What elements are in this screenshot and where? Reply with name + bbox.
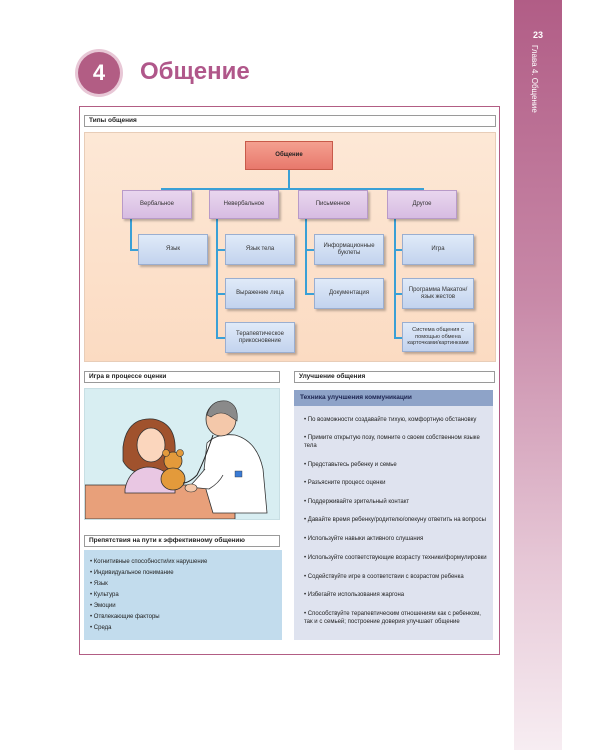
node-therapeutic-touch: Терапевтическое прикосновение	[225, 322, 295, 353]
node-nonverbal: Невербальное	[209, 190, 279, 219]
node-picture-exchange: Система общения с помощью обмена карточк…	[402, 322, 474, 352]
communication-types-diagram: Общение Вербальное Невербальное Письменн…	[84, 132, 496, 362]
connector	[288, 170, 290, 188]
node-play: Игра	[402, 234, 474, 265]
chapter-sidebar: 23 Глава 4. Общение	[514, 0, 562, 750]
technique-item: • Поддерживайте зрительный контакт	[304, 499, 410, 505]
node-other: Другое	[387, 190, 457, 219]
barrier-item: • Отвлекающие факторы	[90, 614, 160, 620]
running-chapter-label: Глава 4. Общение	[530, 45, 539, 113]
techniques-title: Техника улучшения коммуникации	[294, 390, 493, 406]
technique-item: • Разъясните процесс оценки	[304, 480, 386, 486]
doctor-child-drawing	[85, 400, 268, 519]
doctor-child-illustration	[84, 388, 280, 520]
node-verbal: Вербальное	[122, 190, 192, 219]
node-documentation: Документация	[314, 278, 384, 309]
connector	[305, 293, 314, 295]
node-language: Язык	[138, 234, 208, 265]
section-title-play: Игра в процессе оценки	[84, 371, 280, 383]
connector	[394, 337, 402, 339]
section-title-types: Типы общения	[84, 115, 496, 127]
barrier-item: • Среда	[90, 625, 112, 631]
connector	[130, 249, 138, 251]
chapter-title: Общение	[140, 58, 250, 85]
section-title-improve: Улучшение общения	[294, 371, 495, 383]
node-makaton: Программа Макатон/ язык жестов	[402, 278, 474, 309]
technique-item: • Способствуйте терапевтическим отношени…	[304, 611, 481, 626]
barrier-item: • Культура	[90, 592, 119, 598]
connector	[216, 219, 218, 339]
connector	[305, 219, 307, 295]
techniques-panel: Техника улучшения коммуникации • По возм…	[294, 390, 493, 640]
connector	[216, 337, 225, 339]
barrier-item: • Индивидуальное понимание	[90, 570, 174, 576]
page-number: 23	[532, 30, 543, 40]
technique-item: • Используйте навыки активного слушания	[304, 536, 424, 542]
technique-item: • Избегайте использования жаргона	[304, 592, 405, 598]
barrier-item: • Язык	[90, 581, 108, 587]
node-written: Письменное	[298, 190, 368, 219]
connector	[216, 293, 225, 295]
barrier-item: • Когнитивные способности/их нарушение	[90, 559, 208, 565]
connector	[305, 249, 314, 251]
chapter-number-badge: 4	[78, 52, 120, 94]
technique-item: • Используйте соответствующие возрасту т…	[304, 555, 487, 561]
barriers-panel: • Когнитивные способности/их нарушение •…	[84, 550, 282, 640]
barrier-item: • Эмоции	[90, 603, 116, 609]
node-facial-expression: Выражение лица	[225, 278, 295, 309]
technique-item: • По возможности создавайте тихую, комфо…	[304, 417, 477, 423]
connector	[394, 249, 402, 251]
technique-item: • Примите открытую позу, помните о своем…	[304, 435, 480, 450]
connector	[394, 219, 396, 339]
node-body-language: Язык тела	[225, 234, 295, 265]
technique-item: • Представьтесь ребенку и семье	[304, 462, 397, 468]
diagram-root-node: Общение	[245, 141, 333, 170]
connector	[216, 249, 225, 251]
node-info-leaflets: Информационные буклеты	[314, 234, 384, 265]
connector	[161, 188, 424, 190]
connector	[130, 219, 132, 251]
section-title-barriers: Препятствия на пути к эффективному общен…	[84, 535, 280, 547]
technique-item: • Давайте время ребенку/родителю/опекуну…	[304, 517, 486, 523]
connector	[394, 293, 402, 295]
technique-item: • Содействуйте игре в соответствии с воз…	[304, 574, 464, 580]
